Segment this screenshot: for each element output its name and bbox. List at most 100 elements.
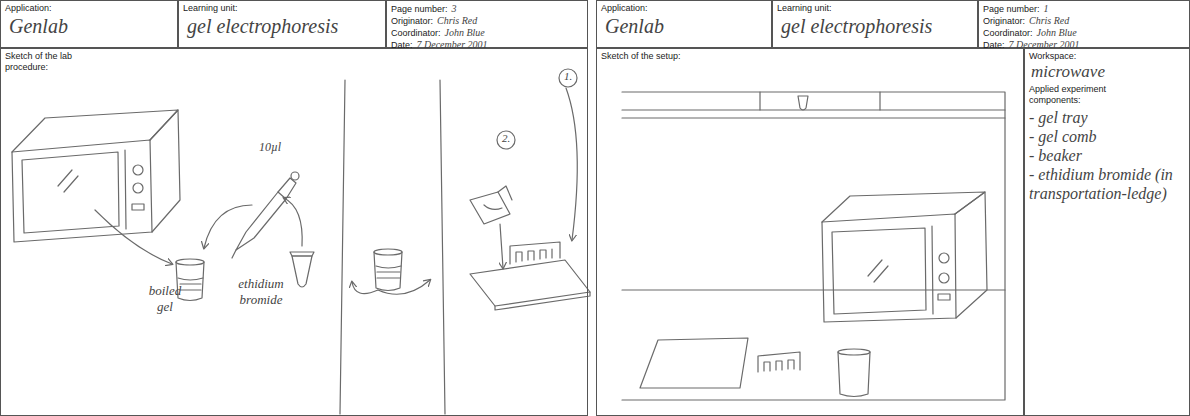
gel-tray-sketch bbox=[640, 338, 800, 388]
beaker-sketch bbox=[374, 249, 402, 255]
handwritten-text: Genlab bbox=[601, 14, 767, 38]
handwritten-text: gel electrophoresis bbox=[777, 14, 973, 38]
part-label: boiled gel bbox=[140, 283, 190, 315]
pipette-sketch bbox=[291, 172, 299, 180]
field-label: Coordinator: bbox=[983, 28, 1033, 39]
field-value: 3 bbox=[452, 3, 457, 14]
gel-tray-sketch bbox=[470, 69, 590, 310]
form-label: Workspace: bbox=[1029, 51, 1185, 62]
microwave-sketch bbox=[133, 183, 143, 193]
field-value: John Blue bbox=[1037, 27, 1077, 38]
header-cell: Learning unit:gel electrophoresis bbox=[772, 0, 978, 48]
microwave-sketch bbox=[955, 192, 987, 318]
beaker-sketch bbox=[374, 252, 402, 291]
handwritten-text: gel electrophoresis bbox=[183, 14, 381, 38]
callout-number: 2. bbox=[494, 131, 518, 145]
handwritten-text: Genlab bbox=[5, 14, 173, 38]
microwave-sketch bbox=[58, 170, 78, 192]
beaker-sketch bbox=[376, 266, 401, 278]
microwave-sketch bbox=[12, 110, 180, 242]
field-row: Coordinator: John Blue bbox=[983, 27, 1185, 39]
form-label: Application: bbox=[5, 3, 173, 14]
handwritten-text: - beaker bbox=[1029, 146, 1185, 165]
setup-frame bbox=[622, 92, 1005, 400]
page-info-cell: Page number: 1Originator:Chris RedCoordin… bbox=[978, 0, 1190, 48]
sketch-cell: Sketch of the setup: bbox=[596, 48, 1024, 416]
field-row: Page number: 1 bbox=[983, 3, 1185, 15]
form-label: Sketch of the setup: bbox=[601, 51, 681, 62]
field-value: 1 bbox=[1044, 3, 1049, 14]
callout-number: 1. bbox=[556, 69, 580, 83]
setup-frame bbox=[622, 109, 1005, 110]
field-row: Page number: 3 bbox=[391, 3, 583, 15]
form-label: Applied experiment components: bbox=[1029, 84, 1129, 106]
workspace-cell: Workspace:microwaveApplied experiment co… bbox=[1024, 48, 1190, 416]
microwave-sketch bbox=[932, 226, 933, 314]
field-row: Coordinator: John Blue bbox=[391, 27, 583, 39]
gel-tray-sketch bbox=[484, 205, 502, 209]
field-label: Coordinator: bbox=[391, 28, 441, 39]
microwave-sketch bbox=[939, 253, 949, 263]
part-label: ethidium bromide bbox=[228, 276, 294, 308]
microwave-sketch bbox=[132, 204, 144, 210]
gel-tray-sketch bbox=[498, 186, 512, 200]
pipette-sketch bbox=[236, 192, 286, 250]
field-label: Originator: bbox=[391, 16, 433, 27]
microwave-sketch bbox=[12, 140, 152, 242]
field-label: Page number: bbox=[983, 4, 1040, 15]
tube-sketch bbox=[292, 256, 312, 287]
microwave-sketch bbox=[150, 110, 180, 232]
handwritten-text: microwave bbox=[1029, 62, 1185, 82]
field-value: John Blue bbox=[445, 27, 485, 38]
gel-tray-sketch bbox=[516, 249, 552, 262]
microwave-sketch bbox=[822, 192, 985, 222]
setup-frame bbox=[760, 92, 880, 110]
procedure-arrow bbox=[284, 198, 302, 246]
handwritten-text: - gel comb bbox=[1029, 127, 1185, 146]
microwave-sketch bbox=[22, 152, 119, 233]
form-label: Learning unit: bbox=[777, 3, 973, 14]
microwave-sketch bbox=[125, 150, 126, 229]
field-label: Date: bbox=[391, 40, 413, 51]
microwave-sketch bbox=[868, 260, 888, 282]
procedure-arrow bbox=[204, 205, 252, 248]
field-value: Chris Red bbox=[437, 15, 477, 26]
form-label: Application: bbox=[601, 3, 767, 14]
field-label: Date: bbox=[983, 40, 1005, 51]
beaker-sketch bbox=[176, 259, 204, 265]
field-row: Date:7 December 2001 bbox=[983, 39, 1185, 51]
volume-label: 10µl bbox=[250, 140, 290, 155]
field-row: Originator: Chris Red bbox=[391, 15, 583, 27]
beaker-sketch bbox=[178, 278, 203, 290]
setup-frame bbox=[622, 289, 1005, 290]
microwave-sketch bbox=[12, 110, 178, 152]
handwritten-text: - gel tray bbox=[1029, 108, 1185, 127]
pipette-sketch bbox=[278, 178, 296, 199]
form-label: Sketch of the lab procedure: bbox=[5, 51, 85, 73]
gel-tray-sketch bbox=[510, 242, 560, 264]
form-label: Learning unit: bbox=[183, 3, 381, 14]
tube-sketch bbox=[290, 252, 314, 287]
beaker-sketch bbox=[838, 349, 870, 355]
field-row: Date:7 December 2001 bbox=[391, 39, 583, 51]
divider-line bbox=[440, 80, 445, 414]
setup-frame bbox=[798, 96, 808, 110]
divider-line bbox=[340, 80, 345, 414]
handwritten-text: - ethidium bromide (in transportation-le… bbox=[1029, 165, 1185, 203]
pipette-sketch bbox=[232, 172, 299, 258]
field-value: Chris Red bbox=[1029, 15, 1069, 26]
page-info-cell: Page number:3Originator:Chris RedCoordin… bbox=[386, 0, 588, 48]
microwave-sketch bbox=[822, 214, 956, 322]
procedure-arrow bbox=[95, 210, 172, 264]
microwave-sketch bbox=[822, 192, 987, 322]
field-label: Page number: bbox=[391, 4, 448, 15]
procedure-arrow bbox=[352, 282, 378, 294]
gel-tray-sketch bbox=[764, 360, 794, 371]
header-cell: Application:Genlab bbox=[0, 0, 178, 48]
procedure-arrow bbox=[500, 224, 503, 268]
procedure-arrow bbox=[566, 88, 577, 240]
microwave-sketch bbox=[939, 273, 949, 283]
field-row: Originator:Chris Red bbox=[983, 15, 1185, 27]
